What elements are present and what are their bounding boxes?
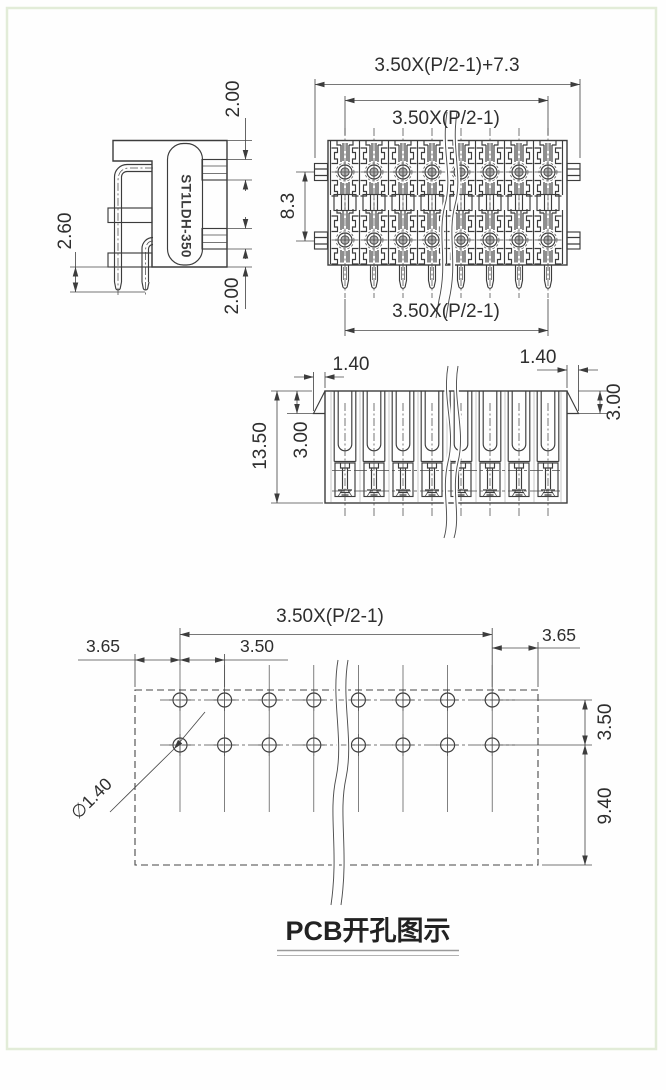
section-dim-flange-right: 3.00 — [578, 384, 625, 421]
side-dim-pin-length-text: 2.60 — [55, 213, 76, 250]
pcb-dim-margin-left-text: 3.65 — [86, 636, 120, 656]
front-dim-row-spacing-text: 8.3 — [278, 193, 299, 219]
front-break-lines — [433, 111, 461, 319]
side-dim-top-text: 2.00 — [223, 81, 244, 118]
pcb-dim-margin-right: 3.65 — [492, 625, 580, 687]
side-bent-pins — [113, 163, 154, 295]
front-dim-span-bottom-text: 3.50X(P/2-1) — [392, 301, 500, 322]
side-dim-2-00-chain: 2.00 2.00 — [222, 81, 252, 315]
side-crossbar-lower — [107, 252, 153, 268]
section-dim-flange-left: 3.00 — [287, 390, 313, 459]
section-gray-lines — [330, 392, 562, 502]
section-dim-height-text: 13.50 — [250, 422, 271, 470]
pcb-dim-hole-diameter: ∅1.40 — [67, 711, 206, 823]
pcb-dim-span-text: 3.50X(P/2-1) — [276, 606, 384, 627]
front-dim-span-top: 3.50X(P/2-1) — [344, 96, 549, 135]
pcb-dim-row-spacing-text: 3.50 — [595, 704, 616, 741]
section-dim-flange-right-text: 3.00 — [604, 384, 625, 421]
page-border — [5, 6, 658, 1051]
side-dim-bottom-text: 2.00 — [222, 278, 243, 315]
section-dim-height: 13.50 — [250, 390, 323, 504]
side-mating-slots — [201, 158, 228, 250]
pcb-dim-depth-text: 9.40 — [595, 788, 616, 825]
front-dim-row-spacing: 8.3 — [278, 171, 314, 242]
pcb-dim-pitch-text: 3.50 — [240, 636, 274, 656]
side-view: ST1LDH-350 2.00 2.00 2.60 — [55, 81, 252, 315]
front-dim-span-top-text: 3.50X(P/2-1) — [392, 108, 500, 129]
pcb-dim-span: 3.50X(P/2-1) — [179, 606, 493, 687]
section-dim-flange-left-text: 3.00 — [291, 422, 312, 459]
section-dim-slot-left: 1.40 — [294, 354, 369, 411]
section-dim-slot-right-text: 1.40 — [520, 347, 557, 368]
pcb-dim-row-spacing: 3.50 — [503, 699, 616, 746]
caption: PCB开孔图示 — [277, 916, 459, 957]
pcb-dim-margin-right-text: 3.65 — [542, 625, 576, 645]
pcb-dim-hole-diameter-text: ∅1.40 — [67, 774, 116, 823]
pcb-break-lines — [328, 659, 351, 906]
front-dim-span-bottom: 3.50X(P/2-1) — [344, 299, 549, 336]
part-number-text: ST1LDH-350 — [179, 174, 194, 258]
part-label: ST1LDH-350 — [166, 142, 204, 266]
pcb-view: 3.50X(P/2-1) 3.65 3.65 3.50 3.50 — [67, 606, 616, 906]
front-pins — [340, 264, 553, 289]
section-dim-slot-right: 1.40 — [520, 347, 598, 411]
section-break-lines — [441, 365, 463, 539]
front-dim-overall: 3.50X(P/2-1)+7.3 — [314, 55, 581, 158]
section-view: 13.50 3.00 3.00 1.40 1.40 — [250, 347, 625, 539]
caption-title: PCB开孔图示 — [285, 916, 450, 946]
pcb-dim-left-group: 3.65 3.50 — [78, 636, 288, 687]
front-view: 3.50X(P/2-1)+7.3 3.50X(P/2-1) 8.3 3.50X(… — [278, 55, 581, 336]
pcb-dim-depth: 9.40 — [542, 744, 616, 866]
section-dim-slot-left-text: 1.40 — [333, 354, 370, 375]
front-dim-overall-text: 3.50X(P/2-1)+7.3 — [374, 55, 519, 76]
side-dim-2-60: 2.60 — [55, 213, 145, 293]
side-crossbar-upper — [107, 207, 153, 224]
